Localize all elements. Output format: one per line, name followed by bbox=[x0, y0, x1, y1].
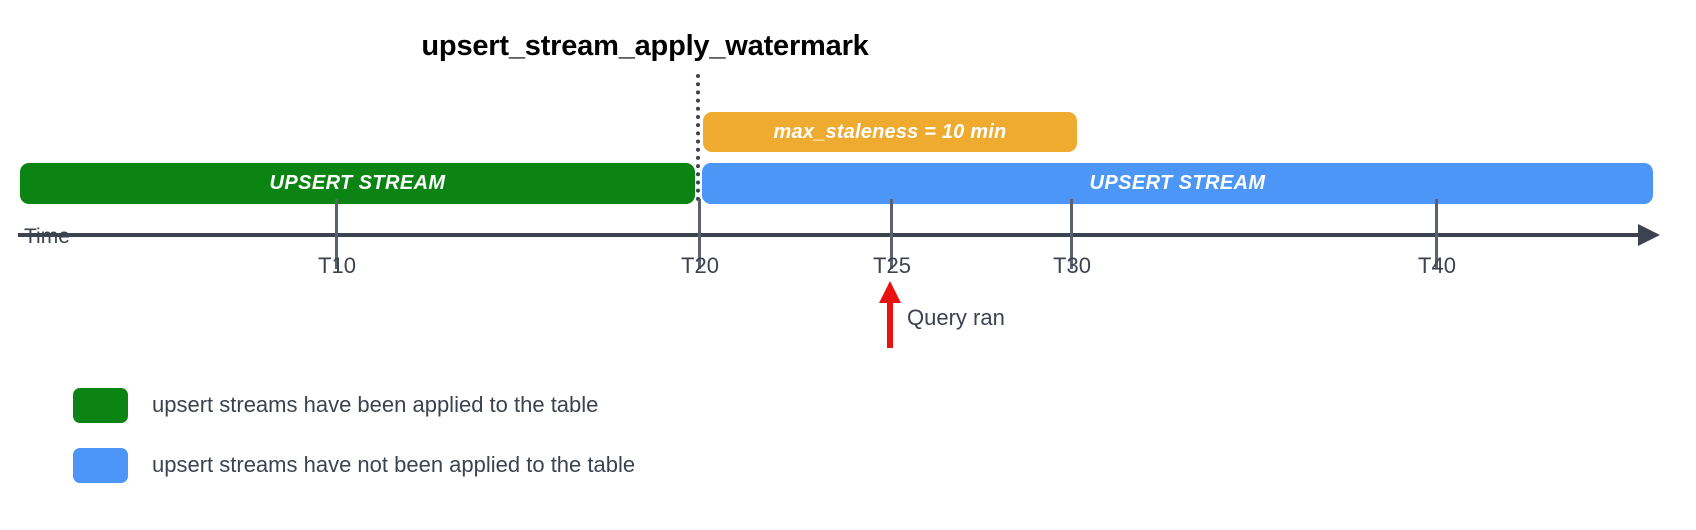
legend-swatch bbox=[73, 448, 128, 483]
query-ran-arrow-shaft bbox=[887, 300, 893, 348]
max-staleness-bar: max_staleness = 10 min bbox=[703, 112, 1077, 152]
page-title: upsert_stream_apply_watermark bbox=[421, 30, 869, 62]
upsert-stream-applied-bar: UPSERT STREAM bbox=[20, 163, 695, 204]
axis-tick-label: T40 bbox=[1418, 253, 1456, 278]
axis-tick-mark bbox=[1435, 199, 1438, 269]
time-axis-arrow-icon bbox=[1638, 224, 1660, 246]
query-ran-arrow-icon bbox=[879, 281, 901, 303]
axis-tick-label: T25 bbox=[873, 253, 911, 278]
time-axis-label: Time bbox=[24, 225, 70, 248]
upsert-stream-not-applied-bar: UPSERT STREAM bbox=[702, 163, 1653, 204]
query-ran-label: Query ran bbox=[907, 305, 1005, 330]
axis-tick-mark bbox=[335, 199, 338, 269]
axis-tick-label: T30 bbox=[1053, 253, 1091, 278]
axis-tick-mark bbox=[890, 199, 893, 269]
legend-label: upsert streams have been applied to the … bbox=[152, 392, 599, 417]
axis-tick-mark bbox=[1070, 199, 1073, 269]
legend-label: upsert streams have not been applied to … bbox=[152, 452, 636, 477]
time-axis-line bbox=[18, 233, 1643, 237]
axis-tick-label: T10 bbox=[318, 253, 356, 278]
legend-swatch bbox=[73, 388, 128, 423]
axis-tick-label: T20 bbox=[681, 253, 719, 278]
axis-tick-mark bbox=[698, 199, 701, 269]
watermark-dotted-line bbox=[696, 74, 700, 201]
